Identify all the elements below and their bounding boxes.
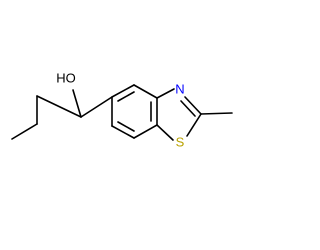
bond-ring-double-1	[117, 91, 135, 102]
bond-c2-s	[186, 113, 202, 137]
bond-ring-1	[111, 84, 135, 98]
bond-chain-ch3-ch2	[11, 123, 38, 140]
bond-c-oh	[72, 89, 82, 118]
structure-canvas: HO N S	[11, 71, 233, 150]
bond-n-c2-double	[180, 100, 196, 117]
bond-ring-4	[133, 124, 158, 139]
bond-s-c	[156, 124, 174, 141]
molecule-drawing: HO N S	[11, 71, 233, 150]
bond-c-n	[156, 88, 175, 99]
bond-choh-ring	[80, 96, 113, 118]
bond-chain-ch2-choh	[36, 95, 82, 118]
bond-ring-2	[133, 84, 158, 99]
atom-label-hydroxyl: HO	[56, 71, 76, 86]
bond-n-c2	[184, 96, 202, 115]
bond-c2-methyl	[200, 112, 233, 115]
atom-label-nitrogen: N	[175, 82, 184, 97]
atom-label-sulfur: S	[176, 135, 185, 150]
bond-ring-double-3	[117, 121, 135, 132]
bond-ring-5	[111, 125, 135, 139]
